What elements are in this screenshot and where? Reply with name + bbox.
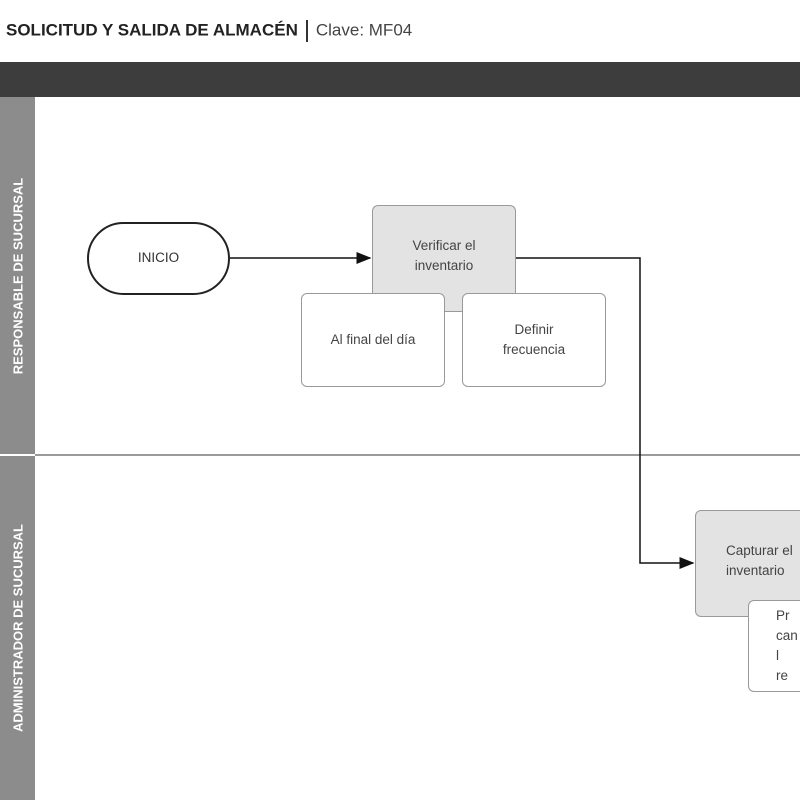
header-bar — [0, 62, 800, 97]
define-frequency-note[interactable]: Definir frecuencia — [462, 293, 606, 387]
diagram-code: Clave: MF04 — [315, 20, 413, 40]
capture-inventory-node[interactable]: Capturar el inventario — [695, 510, 800, 617]
lane-divider — [35, 454, 800, 456]
end-of-day-note[interactable]: Al final del día — [301, 293, 445, 387]
lane-label-administrador: ADMINISTRADOR DE SUCURSAL — [0, 456, 35, 800]
capture-note[interactable]: Pr can l re — [748, 600, 800, 692]
diagram-title: SOLICITUD Y SALIDA DE ALMACÉN — [6, 20, 298, 40]
diagram-header: SOLICITUD Y SALIDA DE ALMACÉN Clave: MF04 — [6, 20, 412, 42]
arrow-verify-to-capture — [516, 257, 695, 569]
lane-label-responsable: RESPONSABLE DE SUCURSAL — [0, 97, 35, 454]
title-separator — [305, 20, 308, 42]
start-node[interactable]: INICIO — [87, 222, 230, 295]
